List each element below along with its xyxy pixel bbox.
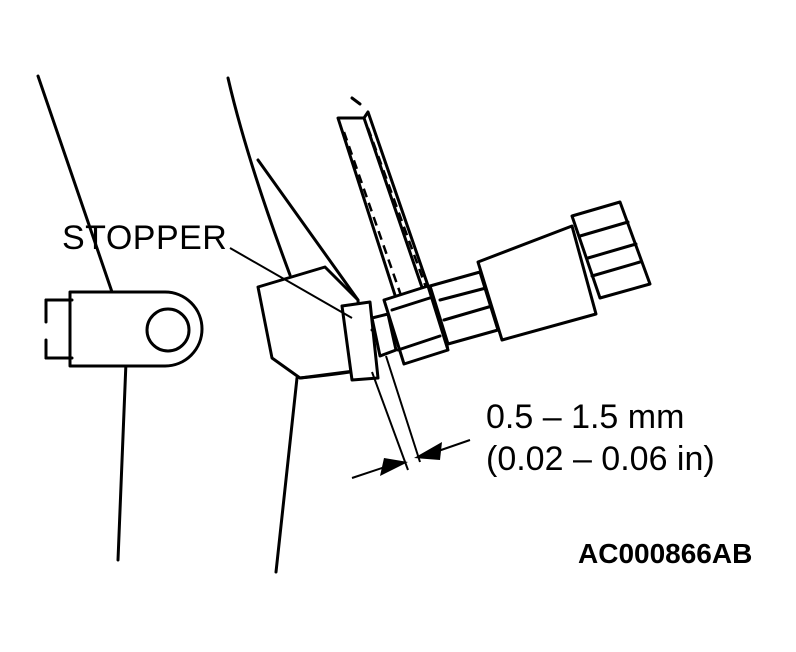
dimension-arrow-left	[380, 458, 408, 476]
stopper-block	[256, 265, 394, 382]
pedal-lever	[226, 76, 360, 574]
clearance-dimension	[351, 355, 471, 479]
clearance-mm-label: 0.5 – 1.5 mm	[486, 398, 685, 436]
stopper-pad	[340, 300, 380, 382]
brake-switch	[370, 200, 652, 366]
stopper-label: STOPPER	[62, 219, 228, 257]
switch-nut	[382, 284, 450, 366]
clearance-in-label: (0.02 – 0.06 in)	[486, 440, 715, 478]
figure-code-label: AC000866AB	[578, 538, 753, 569]
clevis	[44, 290, 204, 368]
switch-plunger	[370, 312, 398, 358]
dimension-arrow-right	[414, 442, 442, 460]
clevis-pin-hole	[145, 307, 191, 353]
pedal-arm-left	[36, 74, 128, 562]
stopper-leader-line	[229, 247, 353, 319]
switch-housing	[476, 224, 598, 342]
